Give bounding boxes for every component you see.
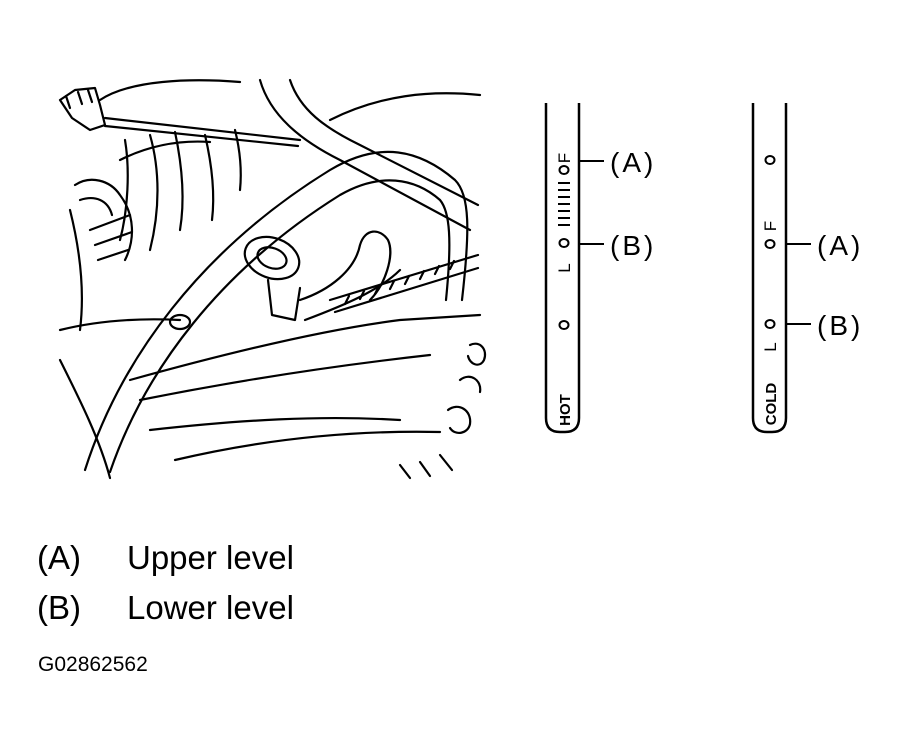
dipstick-hot-callout-a: (A) bbox=[610, 147, 656, 178]
dipstick-hot-lower-hole bbox=[558, 238, 570, 248]
dipstick-cold-lower-mark: L bbox=[761, 342, 780, 351]
dipstick-hot: F L HOT (A) (B) bbox=[544, 103, 656, 434]
dipstick-cold-upper-mark: F bbox=[761, 221, 780, 231]
legend-item-upper-level: (A) Upper level bbox=[37, 541, 437, 581]
dipstick-cold-callout-a: (A) bbox=[817, 230, 863, 261]
dipstick-cold: F L COLD (A) (B) bbox=[751, 103, 863, 434]
dipstick-cold-callout-b: (B) bbox=[817, 310, 863, 341]
dipstick-hot-upper-hole bbox=[558, 165, 570, 175]
dipstick-cold-end-label: COLD bbox=[763, 383, 780, 426]
dipstick-hot-scale-ticks bbox=[558, 182, 570, 226]
legend-item-lower-level: (B) Lower level bbox=[37, 591, 437, 631]
dipstick-hot-end-hole bbox=[558, 320, 570, 330]
dipstick-hot-lower-mark: L bbox=[555, 263, 574, 272]
dipstick-cold-upper-hole bbox=[764, 239, 776, 249]
dipstick-cold-top-hole bbox=[764, 155, 776, 165]
dipstick-hot-body bbox=[544, 103, 581, 434]
dipstick-hot-callout-b: (B) bbox=[610, 230, 656, 261]
dipstick-hot-upper-mark: F bbox=[555, 153, 574, 163]
dipstick-cold-lower-hole bbox=[764, 319, 776, 329]
dipstick-hot-end-label: HOT bbox=[557, 394, 574, 426]
diagram-canvas: F L HOT (A) (B) F L COLD (A) (B) bbox=[58, 78, 863, 480]
legend-text: Lower level bbox=[127, 589, 294, 626]
figure-id: G02862562 bbox=[38, 653, 148, 676]
legend-text: Upper level bbox=[127, 539, 294, 576]
legend-key: (A) bbox=[37, 539, 81, 576]
engine-bay-illustration bbox=[58, 78, 487, 480]
dipstick-cold-body bbox=[751, 103, 788, 434]
legend-key: (B) bbox=[37, 589, 81, 626]
